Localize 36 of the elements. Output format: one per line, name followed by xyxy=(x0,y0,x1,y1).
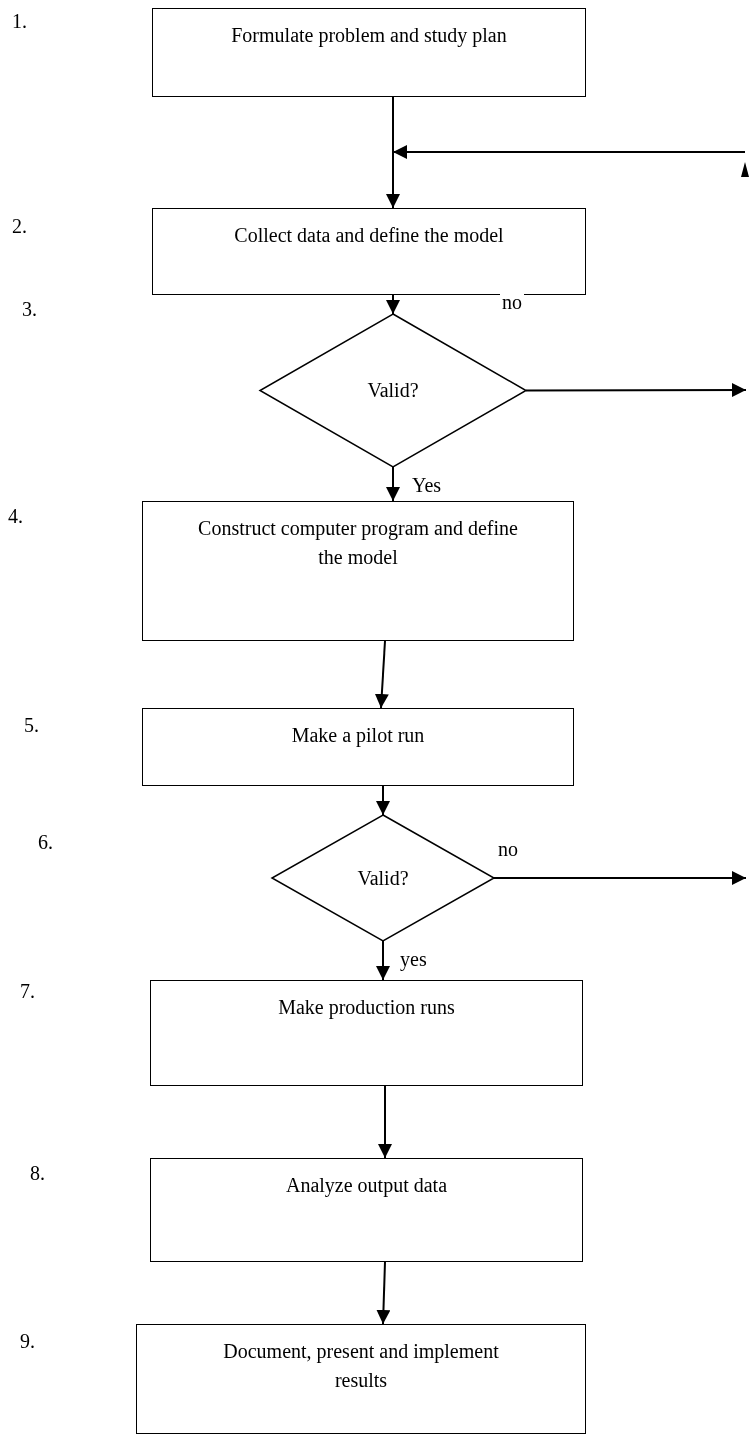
arrow xyxy=(386,96,400,209)
arrow xyxy=(493,871,747,885)
arrow xyxy=(392,145,746,159)
arrow xyxy=(378,1085,392,1159)
step-number: 9. xyxy=(20,1330,35,1353)
process-box xyxy=(152,208,586,295)
process-box xyxy=(142,708,574,786)
process-box xyxy=(142,501,574,641)
step-number: 5. xyxy=(24,714,39,737)
node-text: Construct computer program and define the model xyxy=(198,516,518,570)
arrow xyxy=(525,383,747,398)
node-text: Collect data and define the model xyxy=(234,223,504,248)
node-text: Document, present and implement results xyxy=(222,1339,500,1393)
node-text: Valid? xyxy=(367,378,419,403)
step-number: 6. xyxy=(38,831,53,854)
node-text: Valid? xyxy=(357,865,409,891)
process-box xyxy=(150,980,583,1086)
arrow xyxy=(376,1261,391,1325)
process-box xyxy=(136,1324,586,1434)
process-box xyxy=(150,1158,583,1262)
step-number: 1. xyxy=(12,10,27,33)
arrow xyxy=(386,294,400,315)
node-text: Make a pilot run xyxy=(291,723,425,749)
node-text: Analyze output data xyxy=(285,1173,448,1199)
step-number: 4. xyxy=(8,505,23,528)
arrow xyxy=(376,940,390,981)
step-number: 2. xyxy=(12,215,27,238)
node-text: Formulate problem and study plan xyxy=(231,23,507,49)
arrow xyxy=(374,640,389,709)
arrow xyxy=(376,785,390,816)
step-number: 7. xyxy=(20,980,35,1003)
step-number: 8. xyxy=(30,1162,45,1185)
arrow xyxy=(386,466,400,502)
process-box xyxy=(152,8,586,97)
step-number: 3. xyxy=(22,298,37,321)
node-text: Make production runs xyxy=(278,995,455,1021)
